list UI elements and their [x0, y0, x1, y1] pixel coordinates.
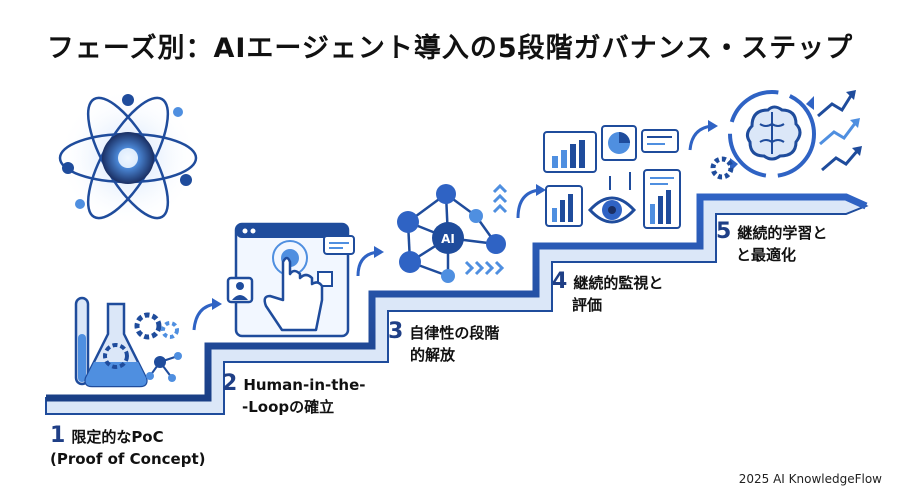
footer-credit: 2025 AI KnowledgeFlow — [738, 472, 882, 486]
step-number: 5 — [716, 219, 732, 244]
step-1-label: 1 限定的なPoC (Proof of Concept) — [50, 422, 205, 468]
step-number: 1 — [50, 423, 66, 448]
atom-core-icon — [58, 88, 198, 228]
step-subtitle: 的解放 — [410, 345, 456, 364]
stair-top-edge — [46, 193, 868, 402]
step-title: 限定的なPoC — [71, 428, 164, 446]
page-title: フェーズ別：AIエージェント導入の5段階ガバナンス・ステップ — [46, 33, 854, 64]
monitoring-eye-icon — [543, 125, 681, 229]
arrowhead-icon — [374, 246, 384, 258]
lab-flask-gear-icon — [74, 296, 182, 388]
step-subtitle: (Proof of Concept) — [50, 449, 206, 468]
step-number: 3 — [388, 319, 404, 344]
step-subtitle: -Loopの確立 — [242, 397, 335, 416]
step-2-label: 2 Human-in-the- -Loopの確立 — [222, 370, 366, 416]
brain-cycle-icon — [710, 90, 862, 180]
step-3-label: 3 自律性の段階 的解放 — [388, 318, 499, 364]
ai-network-icon: AI — [397, 183, 508, 283]
ai-badge: AI — [441, 232, 455, 246]
arrowhead-icon — [536, 184, 546, 196]
step-4-label: 4 継続的監視と 評価 — [552, 268, 663, 314]
arrowhead-icon — [708, 120, 718, 132]
step-number: 2 — [222, 371, 238, 396]
step-title: 自律性の段階 — [409, 324, 500, 342]
hand-touch-screen-icon — [226, 222, 355, 338]
step-5-label: 5 継続的学習と と最適化 — [716, 218, 827, 264]
step-title: 継続的学習と — [737, 224, 828, 242]
step-subtitle: 評価 — [572, 295, 603, 314]
step-title: Human-in-the- — [243, 376, 366, 394]
staircase — [45, 193, 869, 415]
step-subtitle: と最適化 — [736, 245, 797, 264]
step-title: 継続的監視と — [573, 274, 664, 292]
step-number: 4 — [552, 269, 568, 294]
arrowhead-icon — [212, 298, 222, 310]
